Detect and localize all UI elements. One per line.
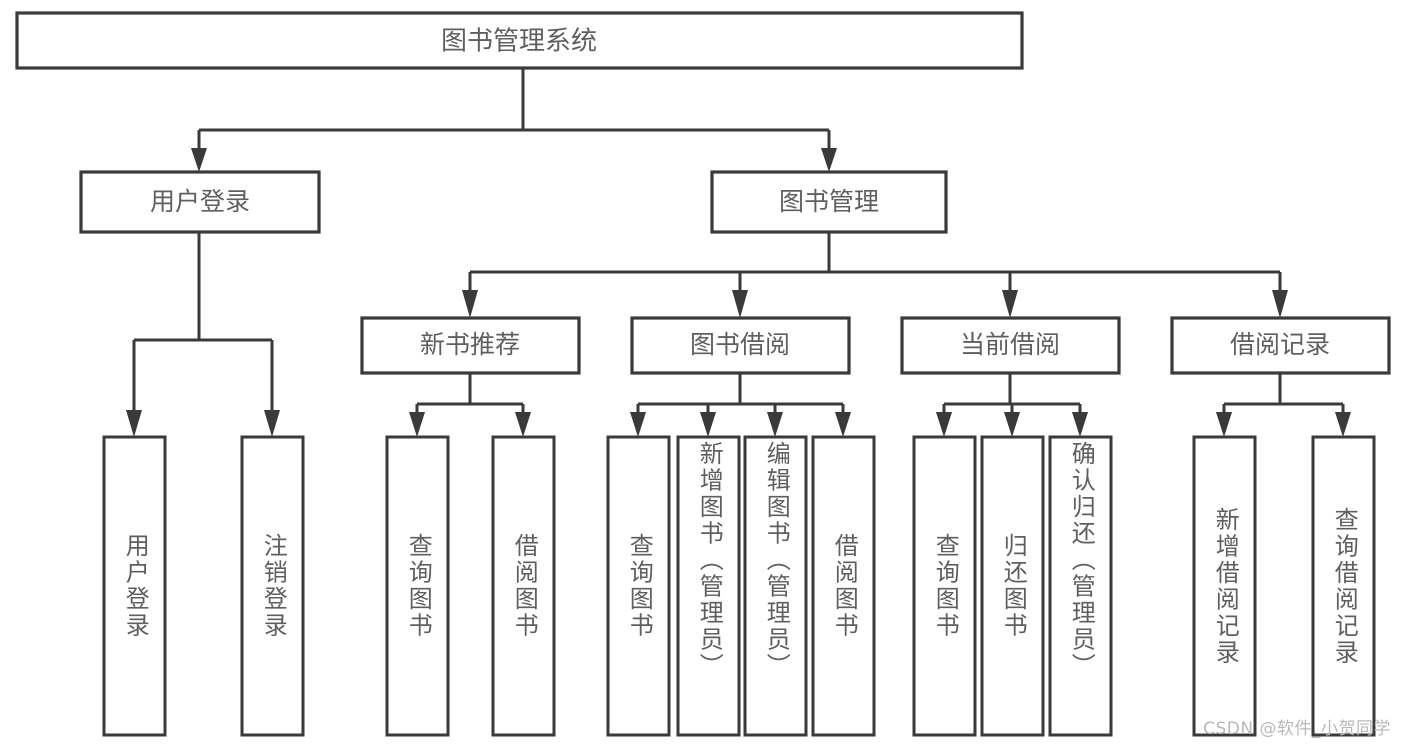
arrow-head-icon: [1216, 412, 1232, 437]
node-box: [900, 316, 1121, 375]
leaf-node-add-book-admin[interactable]: [676, 435, 741, 737]
node-user-login[interactable]: 用户登录: [79, 170, 321, 234]
arrow-head-icon: [936, 412, 952, 437]
node-box: [1170, 316, 1391, 375]
arrow-head-icon: [630, 412, 646, 437]
node-new-book-recommend[interactable]: 新书推荐: [360, 316, 581, 375]
node-box: [912, 435, 977, 737]
arrow-head-icon: [821, 148, 837, 172]
node-label: 图书借阅: [690, 330, 790, 359]
connector-borrowrecord-to-leaves: [1216, 373, 1351, 437]
node-label: 借阅记录: [1230, 330, 1330, 359]
node-box: [980, 435, 1045, 737]
node-box: [1311, 435, 1376, 737]
arrow-head-icon: [732, 290, 748, 318]
leaf-node-query-book-borrow[interactable]: [606, 435, 671, 737]
node-box: [15, 11, 1024, 70]
node-box: [102, 435, 167, 737]
node-box: [630, 316, 851, 375]
arrow-head-icon: [1002, 290, 1018, 318]
arrow-head-icon: [1004, 412, 1020, 437]
node-label: 图书管理: [779, 187, 879, 216]
node-label: 当前借阅: [960, 330, 1060, 359]
leaf-node-borrow-book[interactable]: [811, 435, 876, 737]
node-box: [606, 435, 671, 737]
connector-root-to-level2: [191, 68, 837, 172]
arrow-head-icon: [462, 290, 478, 318]
arrow-head-icon: [191, 148, 207, 172]
arrow-head-icon: [835, 412, 851, 437]
node-box: [1048, 435, 1113, 737]
connector-bookmgmt-to-level3: [462, 232, 1288, 318]
arrow-head-icon: [409, 412, 425, 437]
node-book-management[interactable]: 图书管理: [710, 170, 948, 234]
arrow-head-icon: [264, 410, 280, 437]
leaf-node-logout-login[interactable]: [240, 435, 305, 737]
arrow-head-icon: [700, 412, 716, 437]
node-box: [1192, 435, 1257, 737]
connector-newbook-to-leaves: [409, 373, 531, 437]
node-label: 用户登录: [150, 187, 250, 216]
leaf-node-user-login[interactable]: [102, 435, 167, 737]
node-box: [360, 316, 581, 375]
node-current-borrow[interactable]: 当前借阅: [900, 316, 1121, 375]
node-borrow-record[interactable]: 借阅记录: [1170, 316, 1391, 375]
connector-bookborrow-to-leaves: [630, 373, 851, 437]
arrow-head-icon: [126, 410, 142, 437]
arrow-head-icon: [1272, 290, 1288, 318]
connector-currentborrow-to-leaves: [936, 373, 1088, 437]
arrow-head-icon: [515, 412, 531, 437]
arrow-head-icon: [1335, 412, 1351, 437]
connector-userlogin-to-leaves: [126, 232, 280, 437]
node-box: [710, 170, 948, 234]
arrow-head-icon: [1072, 412, 1088, 437]
leaf-node-add-borrow-record[interactable]: [1192, 435, 1257, 737]
leaf-node-confirm-return-admin[interactable]: [1048, 435, 1113, 737]
leaf-node-query-borrow-record[interactable]: [1311, 435, 1376, 737]
node-book-borrow[interactable]: 图书借阅: [630, 316, 851, 375]
leaf-node-query-book-newbook[interactable]: [385, 435, 450, 737]
node-box: [811, 435, 876, 737]
node-box: [240, 435, 305, 737]
node-box: [79, 170, 321, 234]
leaf-node-edit-book-admin[interactable]: [743, 435, 808, 737]
node-label: 新书推荐: [420, 330, 520, 359]
leaf-node-borrow-book-newbook[interactable]: [491, 435, 556, 737]
node-box: [491, 435, 556, 737]
leaf-node-return-book[interactable]: [980, 435, 1045, 737]
node-box: [743, 435, 808, 737]
node-box: [676, 435, 741, 737]
node-root-book-management-system[interactable]: 图书管理系统: [15, 11, 1024, 70]
watermark: CSDN @软件_小贺同学: [1203, 719, 1391, 739]
node-box: [385, 435, 450, 737]
node-label: 图书管理系统: [441, 27, 597, 57]
arrow-head-icon: [767, 412, 783, 437]
leaf-node-query-book-current[interactable]: [912, 435, 977, 737]
